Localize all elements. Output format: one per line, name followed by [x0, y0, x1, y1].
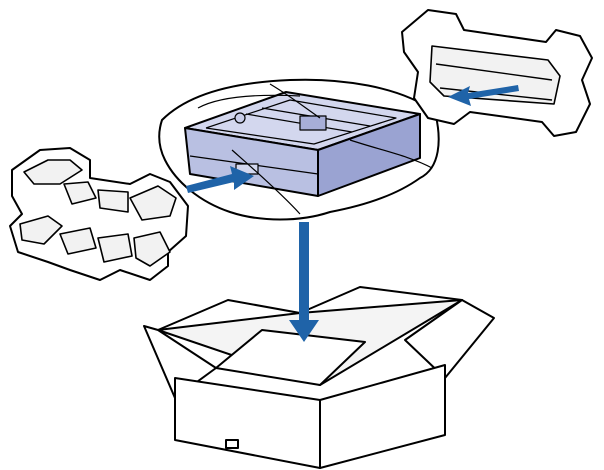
cardboard-box [143, 286, 495, 469]
arrow-right-foam-insert [448, 85, 519, 106]
box-flap-front [215, 329, 366, 386]
foam-end-piece-left [9, 147, 189, 281]
tray-inner-frame [205, 99, 397, 145]
tray-roller [234, 112, 246, 124]
box-handhold [225, 439, 239, 449]
foam-end-piece-right [401, 9, 593, 137]
arrows [186, 85, 519, 342]
paper-tray-unit [158, 78, 440, 221]
tray-side [317, 113, 421, 197]
box-front-face [174, 377, 321, 469]
tray-center-block [299, 115, 327, 131]
arrow-into-box [289, 222, 319, 342]
arrow-left-foam-insert [186, 166, 254, 193]
box-side-face [319, 364, 446, 469]
foam-right-cavity [429, 45, 561, 105]
